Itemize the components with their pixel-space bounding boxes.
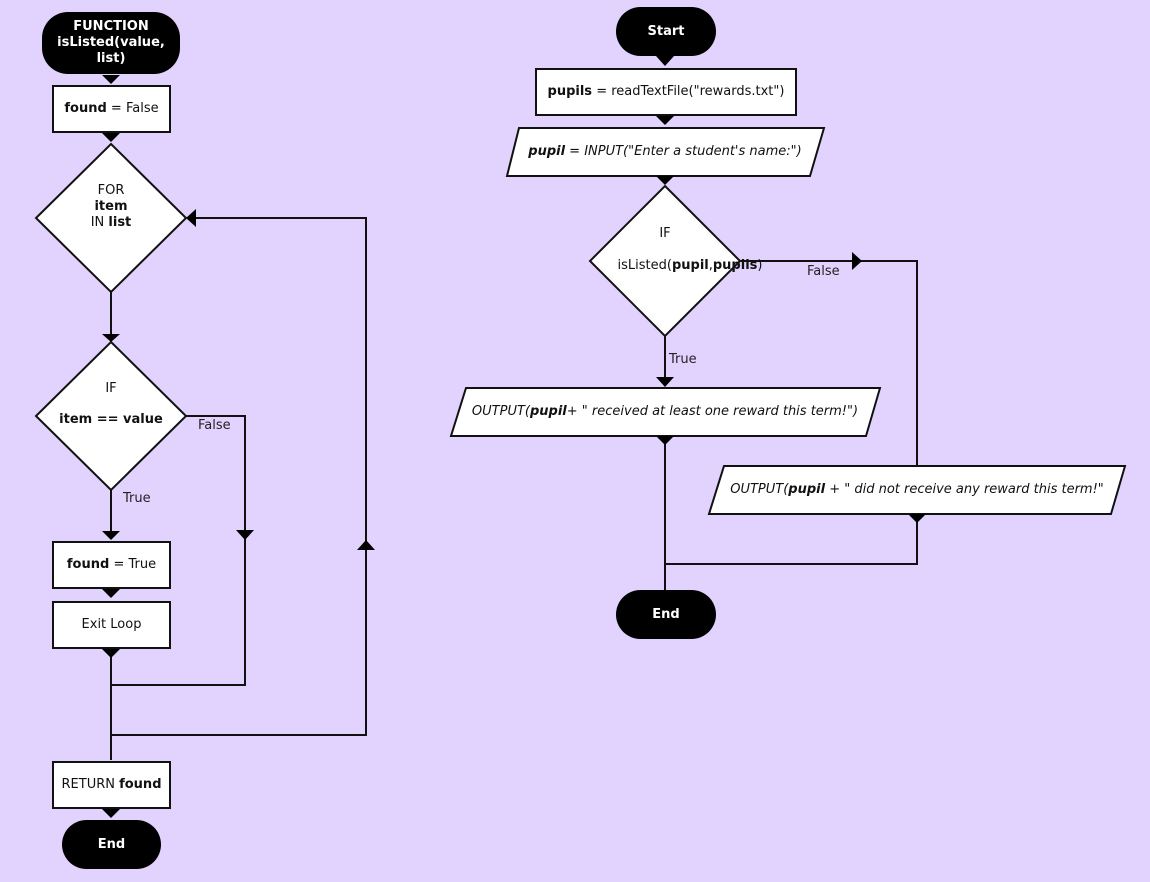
arrowhead-up: [357, 540, 375, 550]
pupils-arg: pupils: [712, 258, 758, 273]
true-label: True: [669, 352, 697, 367]
function-end-terminal: End: [62, 820, 161, 869]
if-keyword: IF: [659, 226, 671, 241]
output-not-received-parallelogram: [707, 465, 1127, 515]
arrowhead-right: [852, 252, 862, 270]
false-branch-connector: [740, 260, 918, 466]
true-label: True: [123, 491, 151, 506]
read-file-call: = readTextFile("rewards.txt"): [592, 84, 785, 99]
loop-back-connector: [111, 217, 367, 736]
loop-var: item: [94, 199, 128, 214]
arrowhead: [102, 531, 120, 540]
arrowhead: [656, 436, 674, 445]
arrowhead: [236, 530, 254, 540]
false-branch-connector: [111, 415, 246, 686]
found-assign: = False: [106, 101, 159, 116]
output-not-received-text: OUTPUT(pupil + " did not receive any rew…: [730, 482, 1104, 497]
arrowhead: [102, 809, 120, 818]
return-var: found: [119, 777, 162, 792]
false-label: False: [198, 418, 231, 433]
arrowhead: [656, 56, 674, 66]
found-assign: = True: [109, 557, 157, 572]
input-text: pupil = INPUT("Enter a student's name:"): [512, 128, 818, 176]
arrowhead: [102, 649, 120, 658]
pupil-arg: pupil: [671, 258, 709, 273]
input-parallelogram: [505, 127, 826, 177]
if-keyword: IF: [105, 381, 117, 396]
found-var: found: [64, 101, 107, 116]
return-process: RETURN found: [52, 761, 171, 809]
arrowhead: [102, 334, 120, 342]
arrowhead: [102, 589, 120, 598]
pupil-var: pupil: [529, 404, 567, 419]
if-condition: isListed(pupil,pupils): [617, 258, 763, 273]
pupils-var: pupils: [547, 84, 593, 99]
arrowhead: [656, 377, 674, 387]
arrowhead: [656, 176, 674, 185]
input-call: = INPUT("Enter a student's name:"): [565, 144, 802, 159]
if-condition: item == value: [59, 412, 163, 427]
found-var: found: [66, 557, 110, 572]
arrowhead: [102, 133, 120, 142]
for-keyword: FOR: [97, 183, 125, 198]
found-true-process: found = True: [52, 541, 171, 589]
found-false-process: found = False: [52, 85, 171, 133]
return-keyword: RETURN: [61, 777, 120, 792]
false-label: False: [807, 264, 840, 279]
function-start-terminal: FUNCTION isListed(value, list): [42, 12, 180, 74]
merge-connector: [665, 514, 918, 565]
function-signature: isListed(value, list): [57, 35, 165, 66]
end-terminal: End: [616, 590, 716, 639]
pupil-var: pupil: [528, 144, 566, 159]
arrowhead: [908, 514, 926, 523]
for-loop-text: FOR item IN list: [61, 180, 161, 234]
output-received-parallelogram: [449, 387, 882, 437]
pupil-var: pupil: [788, 482, 826, 497]
start-terminal: Start: [616, 7, 716, 56]
arrowhead: [656, 116, 674, 125]
output-received-text: OUTPUT(pupil+ " received at least one re…: [471, 404, 859, 419]
in-keyword: IN: [90, 215, 109, 230]
loop-list: list: [108, 215, 132, 230]
read-file-process: pupils = readTextFile("rewards.txt"): [535, 68, 797, 116]
exit-loop-process: Exit Loop: [52, 601, 171, 649]
arrowhead-left: [186, 209, 196, 227]
arrowhead: [102, 75, 120, 84]
function-keyword: FUNCTION: [73, 19, 149, 34]
